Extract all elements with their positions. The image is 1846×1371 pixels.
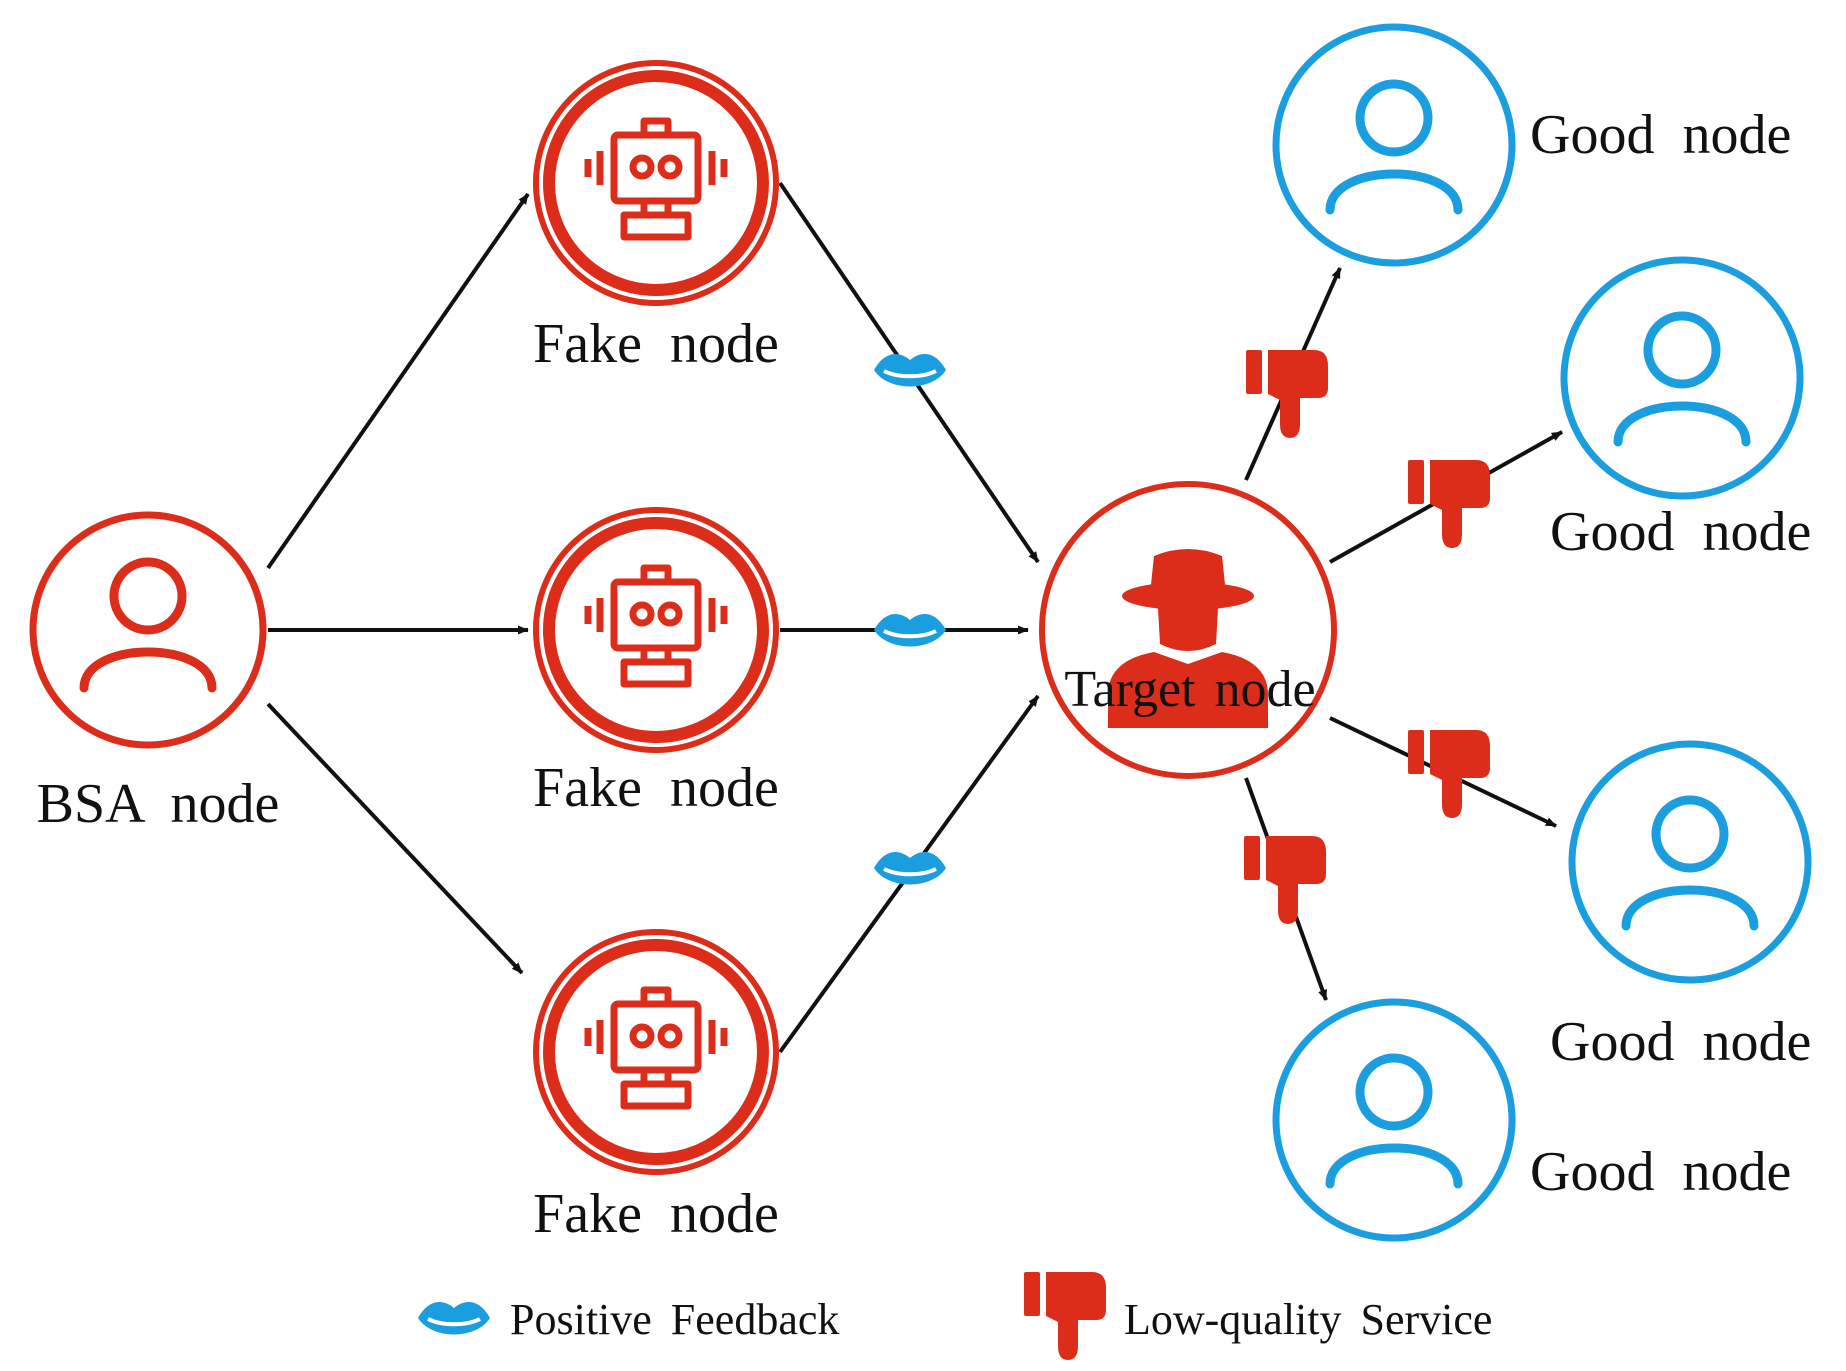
good-node-circle — [1272, 23, 1516, 267]
positive-feedback-markers — [872, 352, 948, 887]
lips-icon — [872, 352, 948, 389]
good-node: Good node — [1550, 256, 1811, 563]
fake-node-outer-circle — [533, 507, 779, 753]
thumbs-down-icon — [1024, 1272, 1106, 1360]
good-node: Good node — [1550, 740, 1812, 1073]
thumbs-down-icon — [1408, 460, 1490, 548]
legend-positive-feedback-label: Positive Feedback — [510, 1295, 839, 1344]
fake-node-label: Fake node — [533, 757, 779, 819]
legend-low-quality-service-label: Low-quality Service — [1124, 1295, 1492, 1344]
thumbs-down-icon — [1244, 836, 1326, 924]
fake-node: Fake node — [533, 60, 779, 375]
fake-node-outer-circle — [533, 60, 779, 306]
edge-bsa-to-fake-1 — [266, 192, 530, 570]
lips-icon — [872, 612, 948, 649]
fake-node-outer-circle — [533, 929, 779, 1175]
bsa-node-label: BSA node — [37, 773, 280, 835]
good-node-circle — [1272, 998, 1516, 1242]
thumbs-down-icon — [1408, 730, 1490, 818]
edge-bsa-to-fake-3 — [266, 702, 524, 975]
legend: Positive Feedback Low-quality Service — [416, 1272, 1492, 1360]
fake-node-inner-circle — [543, 70, 769, 296]
good-node-label: Good node — [1550, 501, 1811, 563]
fake-node: Fake node — [533, 507, 779, 819]
good-node: Good node — [1272, 23, 1791, 267]
good-node-label: Good node — [1530, 104, 1791, 166]
lips-icon — [872, 850, 948, 887]
fake-node-inner-circle — [543, 939, 769, 1165]
thumbs-down-icon — [1246, 350, 1328, 438]
target-node: Target node — [1039, 481, 1337, 779]
fake-node-label: Fake node — [533, 1183, 779, 1245]
good-node-label: Good node — [1550, 1011, 1811, 1073]
good-node-label: Good node — [1530, 1141, 1791, 1203]
lips-icon — [416, 1300, 492, 1337]
good-node-circle — [1568, 740, 1812, 984]
fake-node-label: Fake node — [533, 313, 779, 375]
bsa-node: BSA node — [29, 511, 280, 835]
target-node-label: Target node — [1064, 661, 1315, 718]
good-node-circle — [1560, 256, 1804, 500]
fake-node-inner-circle — [543, 517, 769, 743]
fake-node: Fake node — [533, 929, 779, 1245]
good-node: Good node — [1272, 998, 1791, 1242]
